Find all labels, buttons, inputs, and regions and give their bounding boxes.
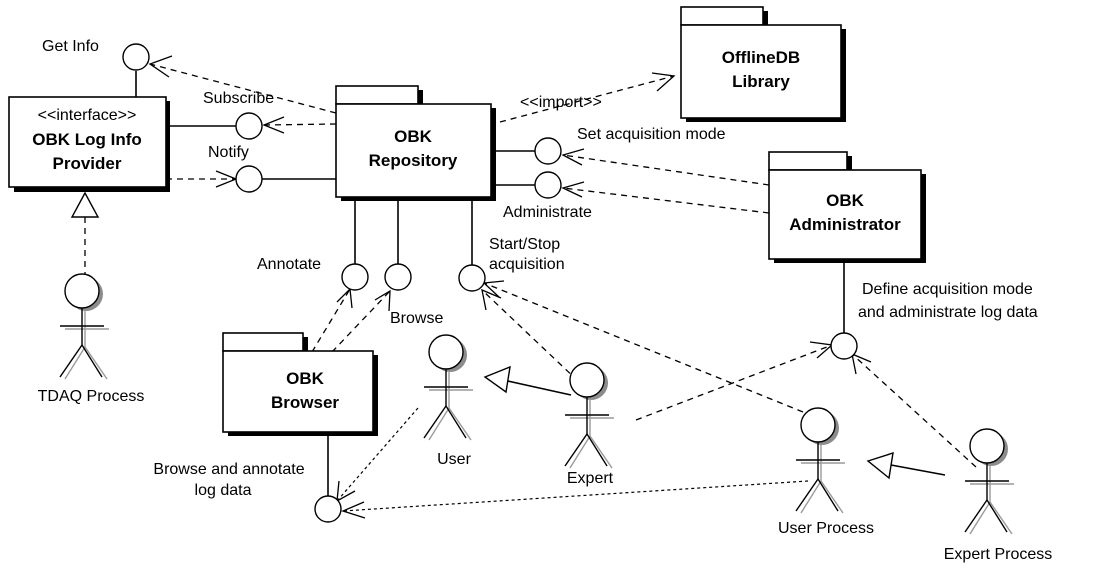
define-expert-process-arrowhead [851, 352, 872, 375]
provider-name-line1: OBK Log Info [32, 130, 142, 149]
expert-process-user-process-generalization [890, 464, 946, 476]
provider-stereotype: <<interface>> [38, 107, 137, 124]
expert-define-dependency [635, 344, 833, 421]
import-arrowhead [651, 72, 676, 92]
administrate-interface[interactable] [534, 171, 562, 199]
browse-annotate-user-process-arrowhead [341, 501, 366, 519]
subscribe-dependency [263, 123, 337, 126]
expert-user-generalization [502, 379, 572, 396]
browse-interface[interactable] [384, 263, 412, 291]
browser-browse-dependency [331, 290, 391, 353]
administrator-name-line2: Administrator [789, 215, 901, 234]
set-acquisition-mode-label: Set acquisition mode [577, 126, 726, 143]
admin-administrate-dependency [562, 187, 770, 214]
realization-triangle [70, 191, 100, 218]
offlinedb-name-line1: OfflineDB [722, 48, 800, 67]
administrate-arrowhead [561, 181, 585, 198]
get-info-arrowhead [148, 55, 173, 78]
define-label-line2: and administrate log data [858, 304, 1038, 321]
start-stop-expert-arrowhead [481, 288, 502, 311]
notify-interface[interactable] [235, 165, 263, 193]
expert-figure [564, 362, 615, 469]
actor-tdaq-process[interactable]: TDAQ Process [38, 273, 145, 405]
expert-process-figure [964, 428, 1015, 535]
connectors [84, 63, 977, 512]
offlinedb-name-line2: Library [732, 72, 790, 91]
define-label-line1: Define acquisition mode [862, 281, 1033, 298]
tdaq-process-label: TDAQ Process [38, 388, 145, 405]
expert-process-user-process-generalization-triangle [866, 451, 894, 480]
obk-log-info-provider-interface[interactable]: <<interface>> OBK Log Info Provider [8, 96, 170, 192]
get-info-label: Get Info [42, 38, 99, 55]
start-stop-label-line1: Start/Stop [489, 236, 560, 253]
obk-administrator-package[interactable]: OBK Administrator [768, 151, 926, 263]
browser-name-line1: OBK [286, 369, 325, 388]
user-process-figure [795, 407, 846, 514]
actor-expert-process[interactable]: Expert Process [944, 428, 1052, 563]
expert-user-generalization-triangle [483, 365, 511, 394]
repository-name-line1: OBK [394, 127, 433, 146]
user-label: User [437, 451, 471, 468]
browser-annotate-dependency [311, 288, 351, 353]
user-process-start-stop-dependency [483, 282, 804, 413]
admin-set-mode-dependency [562, 154, 770, 186]
browse-label: Browse [390, 310, 443, 327]
browse-arrowhead [374, 289, 391, 312]
obk-browser-package[interactable]: OBK Browser [222, 332, 378, 436]
expert-start-stop-dependency [481, 289, 579, 382]
get-info-interface[interactable] [122, 43, 150, 71]
subscribe-interface[interactable] [235, 112, 263, 140]
repository-name-line2: Repository [369, 151, 458, 170]
user-process-label: User Process [778, 520, 874, 537]
start-stop-acquisition-interface[interactable] [458, 264, 486, 292]
administrate-label: Administrate [503, 204, 592, 221]
set-acquisition-mode-interface[interactable] [534, 137, 562, 165]
define-acquisition-mode-interface[interactable] [830, 332, 858, 360]
tdaq-process-figure [59, 273, 110, 380]
set-mode-arrowhead [561, 148, 585, 166]
actor-user[interactable]: User [423, 334, 474, 468]
browser-name-line2: Browser [271, 393, 339, 412]
import-label: <<import>> [520, 94, 602, 111]
offlinedb-library-package[interactable]: OfflineDB Library [680, 6, 846, 122]
administrator-name-line1: OBK [826, 191, 865, 210]
annotate-label: Annotate [257, 256, 321, 273]
browse-annotate-label-line2: log data [195, 482, 252, 499]
provider-name-line2: Provider [53, 154, 122, 173]
user-browse-annotate-dependency [336, 407, 419, 502]
labels: Get Info Subscribe Notify <<import>> Set… [42, 38, 1038, 499]
expert-process-label: Expert Process [944, 546, 1052, 563]
start-stop-label-line2: acquisition [489, 256, 565, 273]
browse-annotate-log-data-interface[interactable] [314, 495, 342, 523]
expert-label: Expert [567, 470, 614, 487]
obk-repository-package[interactable]: OBK Repository [335, 85, 496, 201]
define-expert-arrowhead [809, 341, 834, 359]
actor-expert[interactable]: Expert [564, 362, 615, 487]
import-dependency [499, 75, 675, 123]
browse-annotate-label-line1: Browse and annotate [153, 461, 304, 478]
subscribe-arrowhead [262, 116, 285, 134]
user-figure [423, 334, 474, 441]
notify-label: Notify [208, 144, 249, 161]
expert-process-define-dependency [851, 353, 977, 468]
annotate-interface[interactable] [341, 263, 369, 291]
interface-circles [122, 43, 858, 523]
annotate-arrowhead [336, 287, 353, 309]
actor-user-process[interactable]: User Process [778, 407, 874, 537]
subscribe-label: Subscribe [203, 90, 274, 107]
